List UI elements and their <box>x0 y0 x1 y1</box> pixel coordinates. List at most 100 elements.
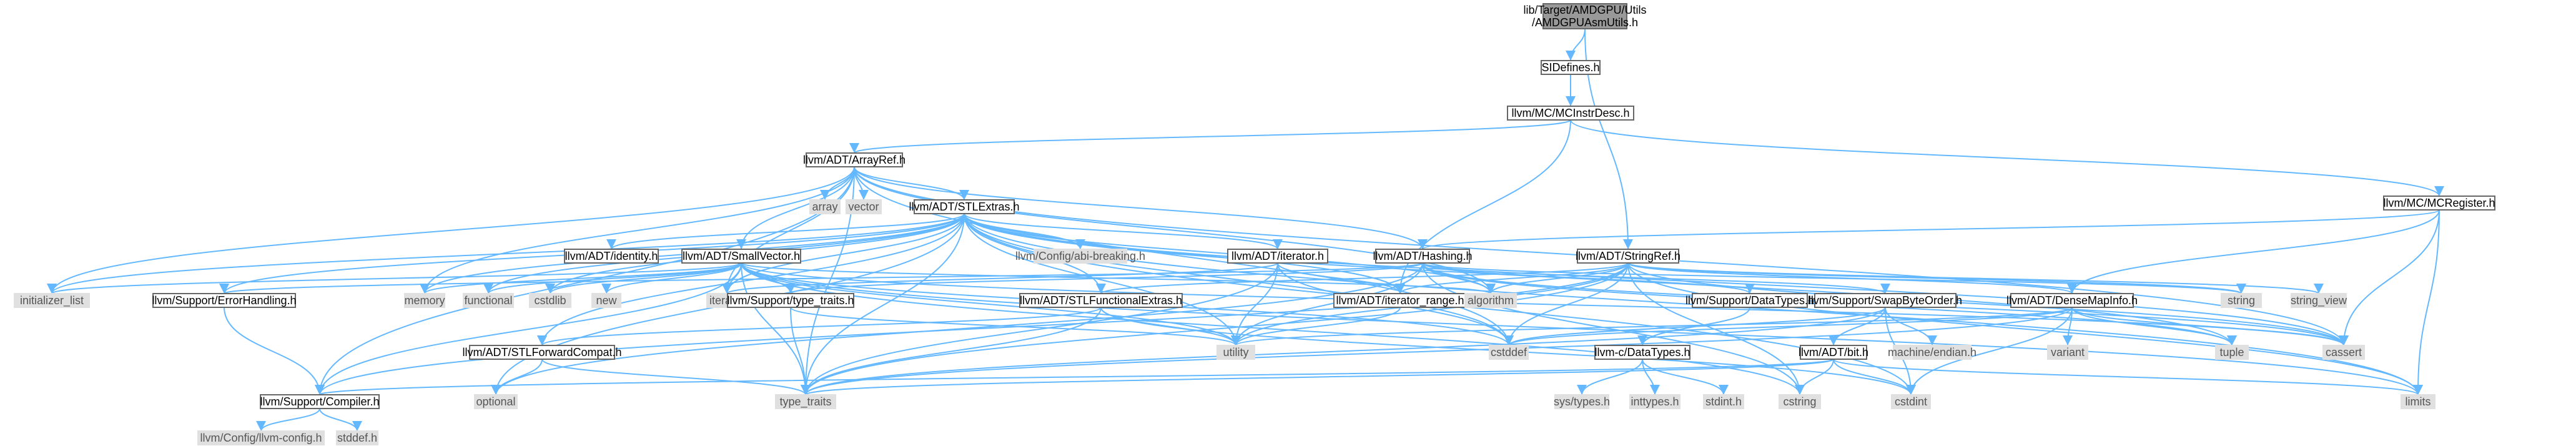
node-box <box>14 293 90 308</box>
node-ErrorHandling[interactable]: llvm/Support/ErrorHandling.h <box>152 293 297 308</box>
edge-STLExtras-to-cstddef <box>964 213 1514 346</box>
edge-StringRef-to-cstddef <box>1504 262 1629 346</box>
node-label: vector <box>848 201 879 213</box>
node-ArrayRef[interactable]: llvm/ADT/ArrayRef.h <box>803 152 906 167</box>
edge-ArrayRef-to-cstddef <box>854 166 1514 346</box>
node-STLExtras[interactable]: llvm/ADT/STLExtras.h <box>909 199 1020 214</box>
edge-SmallVector-to-new <box>601 262 742 294</box>
edge-Hashing-to-DataTypesSup <box>1422 262 1755 294</box>
node-SwapByteOrder[interactable]: llvm/Support/SwapByteOrder.h <box>1809 293 1962 308</box>
edge-SwapByteOrder-to-type_traits <box>801 307 1886 395</box>
edge-layer <box>47 28 2444 432</box>
node-box <box>2010 293 2134 308</box>
node-label: string <box>2228 294 2255 307</box>
node-SmallVector[interactable]: llvm/ADT/SmallVector.h <box>681 249 801 264</box>
node-layer: lib/Target/AMDGPU/Utils/AMDGPUAsmUtils.h… <box>14 3 2495 445</box>
node-DenseMapInfo[interactable]: llvm/ADT/DenseMapInfo.h <box>2006 293 2138 308</box>
node-Hashing[interactable]: llvm/ADT/Hashing.h <box>1373 249 1473 264</box>
edge-STLExtras-to-cassert <box>964 213 2349 346</box>
node-iterator[interactable]: llvm/ADT/iterator.h <box>1227 249 1328 264</box>
node-llvmcDataTypes[interactable]: llvm-c/DataTypes.h <box>1594 345 1690 360</box>
node-box <box>1814 293 1957 308</box>
edge-STLExtras-to-initializer_list <box>47 213 965 294</box>
node-MCInstrDesc[interactable]: llvm/MC/MCInstrDesc.h <box>1507 106 1634 121</box>
node-box <box>336 430 378 445</box>
node-type_traits: type_traits <box>775 394 836 409</box>
node-STLFunctionalExtras[interactable]: llvm/ADT/STLFunctionalExtras.h <box>1019 293 1183 308</box>
node-label: string_view <box>2291 294 2347 307</box>
edge-ArrayRef-to-vector <box>854 166 869 201</box>
edge-SmallVector-to-initializer_list <box>47 262 742 294</box>
edge-iterator-to-utility <box>1231 262 1278 346</box>
edge-DenseMapInfo-to-type_traits <box>801 307 2073 395</box>
edge-iterator-to-iteratorstd <box>722 262 1278 294</box>
node-box <box>404 293 445 308</box>
node-box <box>1893 345 1971 360</box>
node-label: /AMDGPUAsmUtils.h <box>1532 16 1638 29</box>
node-label: lib/Target/AMDGPU/Utils <box>1523 4 1646 16</box>
node-box <box>1216 345 1255 360</box>
edge-StringRef-to-Compiler <box>315 262 1629 395</box>
node-box <box>1034 249 1127 264</box>
edge-StringRef-to-cassert <box>1627 262 2349 346</box>
node-box <box>2215 345 2249 360</box>
edge-MCRegister-to-DenseMapInfo <box>2067 209 2440 294</box>
edge-llvmcDataTypes-to-stdint <box>1642 359 1729 395</box>
node-label: utility <box>1223 346 1248 359</box>
edge-llvmcDataTypes-to-inttypes <box>1642 359 1660 395</box>
edge-bit-to-limits <box>1833 359 2423 395</box>
node-cstring: cstring <box>1779 394 1821 409</box>
node-STLForwardCompat[interactable]: llvm/ADT/STLForwardCompat.h <box>462 345 622 360</box>
node-label: new <box>596 294 617 307</box>
edge-STLExtras-to-utility <box>964 213 1241 346</box>
node-SIDefines[interactable]: SIDefines.h <box>1541 60 1601 75</box>
edge-SmallVector-to-Compiler <box>315 262 742 395</box>
node-box <box>2291 293 2347 308</box>
edge-MCRegister-to-limits <box>2413 209 2440 395</box>
node-box <box>1629 394 1680 409</box>
edge-SmallVector-to-utility <box>741 262 1241 346</box>
node-box <box>2401 394 2435 409</box>
node-bit[interactable]: llvm/ADT/bit.h <box>1799 345 1868 360</box>
node-Compiler[interactable]: llvm/Support/Compiler.h <box>260 394 380 409</box>
node-box <box>727 293 854 308</box>
node-MCRegister[interactable]: llvm/MC/MCRegister.h <box>2383 196 2495 211</box>
edge-root-to-SIDefines <box>1566 28 1586 61</box>
node-StringRef[interactable]: llvm/ADT/StringRef.h <box>1576 249 1680 264</box>
edge-StringRef-to-DenseMapInfo <box>1627 262 2077 294</box>
node-cstdlib: cstdlib <box>529 293 571 308</box>
node-box <box>806 152 903 167</box>
node-label: stdint.h <box>1705 395 1742 408</box>
edge-MCRegister-to-cassert <box>2339 209 2440 346</box>
edge-iterator-to-iterator_range <box>1277 262 1405 294</box>
node-type_traits_h[interactable]: llvm/Support/type_traits.h <box>727 293 854 308</box>
node-llvmconfig: llvm/Config/llvm-config.h <box>197 430 325 445</box>
node-label: array <box>812 201 837 213</box>
node-root[interactable]: lib/Target/AMDGPU/Utils/AMDGPUAsmUtils.h <box>1523 3 1647 29</box>
edge-bit-to-cstring <box>1795 359 1834 395</box>
edge-MCInstrDesc-to-MCRegister <box>1570 119 2444 197</box>
node-label: llvm/ADT/STLExtras.h <box>909 201 1019 213</box>
node-box <box>529 293 571 308</box>
node-box <box>2047 345 2088 360</box>
node-label: cstdlib <box>534 294 566 307</box>
node-stddef: stddef.h <box>336 430 378 445</box>
node-box <box>564 249 659 264</box>
node-label: sys/types.h <box>1554 395 1610 408</box>
edge-iterator_range-to-utility <box>1231 307 1401 346</box>
node-optional: optional <box>474 394 518 409</box>
node-label: optional <box>476 395 515 408</box>
node-box <box>1779 394 1821 409</box>
node-box <box>591 293 621 308</box>
node-iterator_range[interactable]: llvm/ADT/iterator_range.h <box>1333 293 1467 308</box>
node-cassert: cassert <box>2322 345 2365 360</box>
node-label: machine/endian.h <box>1888 346 1976 359</box>
node-box <box>1227 249 1328 264</box>
node-box <box>809 199 841 214</box>
edge-StringRef-to-iterator_range <box>1395 262 1629 294</box>
edge-SmallVector-to-algorithm <box>741 262 1496 294</box>
node-DataTypesSup[interactable]: llvm/Support/DataTypes.h <box>1685 293 1814 308</box>
node-label: llvm/Support/type_traits.h <box>727 294 854 307</box>
node-identity[interactable]: llvm/ADT/identity.h <box>564 249 659 264</box>
edge-ArrayRef-to-STLExtras <box>854 166 969 201</box>
